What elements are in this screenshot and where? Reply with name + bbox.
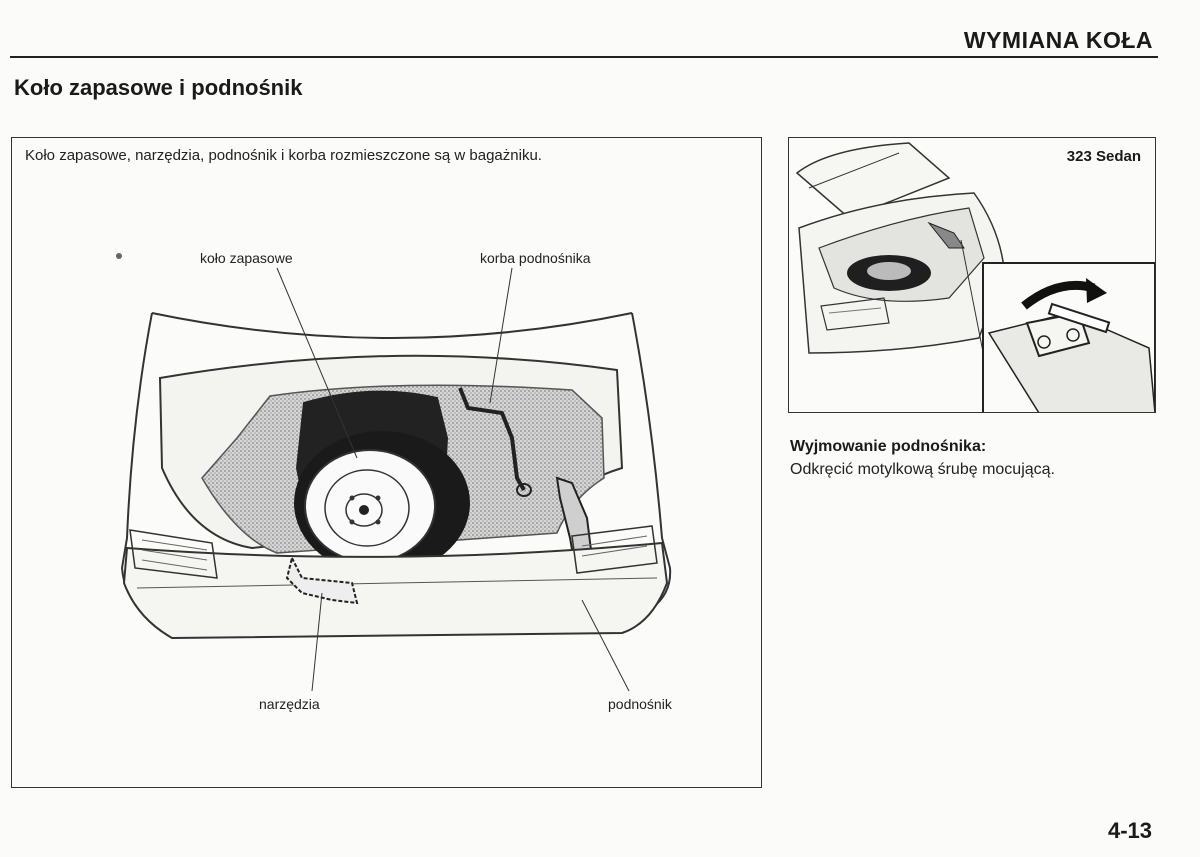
sedan-trunk-illustration — [795, 142, 1155, 412]
top-rule — [10, 56, 1158, 58]
model-label: 323 Sedan — [1066, 148, 1141, 165]
trunk-figure-caption: Koło zapasowe, narzędzia, podnośnik i ko… — [25, 147, 542, 164]
section-title: WYMIANA KOŁA — [963, 27, 1153, 53]
page-heading: Koło zapasowe i podnośnik — [14, 75, 303, 100]
sedan-inset-figure: 323 Sedan — [788, 137, 1156, 413]
page-number: 4-13 — [1107, 818, 1152, 843]
spare-wheel-label: koło zapasowe — [200, 250, 293, 266]
trunk-figure: Koło zapasowe, narzędzia, podnośnik i ko… — [11, 137, 762, 788]
jack-label: podnośnik — [608, 696, 672, 712]
tools-label: narzędzia — [259, 696, 320, 712]
jack-removal-heading: Wyjmowanie podnośnika: — [790, 438, 987, 455]
jack-removal-text: Odkręcić motylkową śrubę mocującą. — [790, 461, 1055, 478]
trunk-illustration — [116, 253, 672, 692]
jack-handle-label: korba podnośnika — [480, 250, 591, 266]
